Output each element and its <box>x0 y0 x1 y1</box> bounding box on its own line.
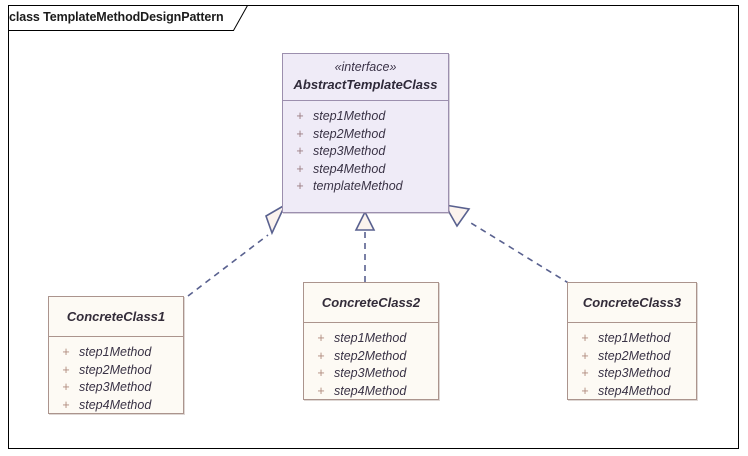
member-name: step1Method <box>598 331 671 345</box>
frame-title-tab <box>8 5 268 31</box>
visibility-marker: + <box>296 109 304 123</box>
member-list-concrete3: + step1Method + step2Method + step3Metho… <box>568 323 696 407</box>
header-divider <box>49 336 183 337</box>
class-header-concrete1: ConcreteClass1 <box>49 297 183 336</box>
frame-tab-outline <box>8 5 249 31</box>
class-box-concrete-class-1[interactable]: ConcreteClass1 + step1Method + step2Meth… <box>48 296 184 414</box>
class-box-concrete-class-3[interactable]: ConcreteClass3 + step1Method + step2Meth… <box>567 282 697 400</box>
member-row: + step4Method <box>572 383 696 401</box>
member-row: + step1Method <box>308 330 438 348</box>
member-name: step2Method <box>598 348 671 363</box>
member-row: + step3Method <box>53 379 183 397</box>
member-list-abstract: + step1Method + step2Method + step3Metho… <box>283 101 448 203</box>
class-name-label: ConcreteClass1 <box>66 309 166 324</box>
member-row: + step3Method <box>308 365 438 383</box>
visibility-marker: + <box>62 362 70 377</box>
class-name-label: ConcreteClass2 <box>321 295 421 310</box>
visibility-marker: + <box>581 366 589 380</box>
class-header-abstract: «interface» AbstractTemplateClass <box>283 54 448 100</box>
visibility-marker: + <box>296 161 304 176</box>
visibility-marker: + <box>581 383 589 398</box>
member-list-concrete1: + step1Method + step2Method + step3Metho… <box>49 337 183 421</box>
member-row: + step1Method <box>53 344 183 362</box>
member-row: + step1Method <box>287 108 448 126</box>
member-name: step2Method <box>313 126 386 141</box>
stereotype-label: «interface» <box>334 60 397 74</box>
member-row: + step4Method <box>287 161 448 179</box>
header-divider <box>283 100 448 101</box>
member-name: step3Method <box>598 366 671 380</box>
visibility-marker: + <box>317 331 325 345</box>
class-name-label: ConcreteClass3 <box>582 295 682 310</box>
member-name: step3Method <box>79 380 152 394</box>
member-name: step3Method <box>334 366 407 380</box>
member-row: + step3Method <box>287 143 448 161</box>
class-name-label: AbstractTemplateClass <box>293 77 438 92</box>
member-name: templateMethod <box>313 179 403 193</box>
member-row: + step2Method <box>53 362 183 380</box>
member-row: + templateMethod <box>287 178 448 196</box>
member-name: step4Method <box>598 383 671 398</box>
member-row: + step4Method <box>308 383 438 401</box>
member-name: step2Method <box>334 348 407 363</box>
visibility-marker: + <box>317 366 325 380</box>
class-header-concrete3: ConcreteClass3 <box>568 283 696 322</box>
visibility-marker: + <box>62 380 70 394</box>
member-row: + step2Method <box>287 126 448 144</box>
visibility-marker: + <box>62 397 70 412</box>
member-name: step2Method <box>79 362 152 377</box>
frame-tab-shape <box>8 5 249 31</box>
class-box-concrete-class-2[interactable]: ConcreteClass2 + step1Method + step2Meth… <box>303 282 439 400</box>
visibility-marker: + <box>317 383 325 398</box>
member-list-concrete2: + step1Method + step2Method + step3Metho… <box>304 323 438 407</box>
member-row: + step1Method <box>572 330 696 348</box>
header-divider <box>568 322 696 323</box>
visibility-marker: + <box>581 331 589 345</box>
header-divider <box>304 322 438 323</box>
member-name: step4Method <box>313 161 386 176</box>
member-row: + step4Method <box>53 397 183 415</box>
member-name: step4Method <box>79 397 152 412</box>
visibility-marker: + <box>296 179 304 193</box>
visibility-marker: + <box>296 144 304 158</box>
member-name: step4Method <box>334 383 407 398</box>
class-box-abstract-template-class[interactable]: «interface» AbstractTemplateClass + step… <box>282 53 449 213</box>
visibility-marker: + <box>317 348 325 363</box>
visibility-marker: + <box>581 348 589 363</box>
class-header-concrete2: ConcreteClass2 <box>304 283 438 322</box>
frame-title-label: class TemplateMethodDesignPattern <box>9 10 224 24</box>
member-name: step1Method <box>79 345 152 359</box>
member-name: step1Method <box>313 109 386 123</box>
member-row: + step3Method <box>572 365 696 383</box>
member-name: step1Method <box>334 331 407 345</box>
member-name: step3Method <box>313 144 386 158</box>
visibility-marker: + <box>296 126 304 141</box>
member-row: + step2Method <box>572 348 696 366</box>
visibility-marker: + <box>62 345 70 359</box>
member-row: + step2Method <box>308 348 438 366</box>
